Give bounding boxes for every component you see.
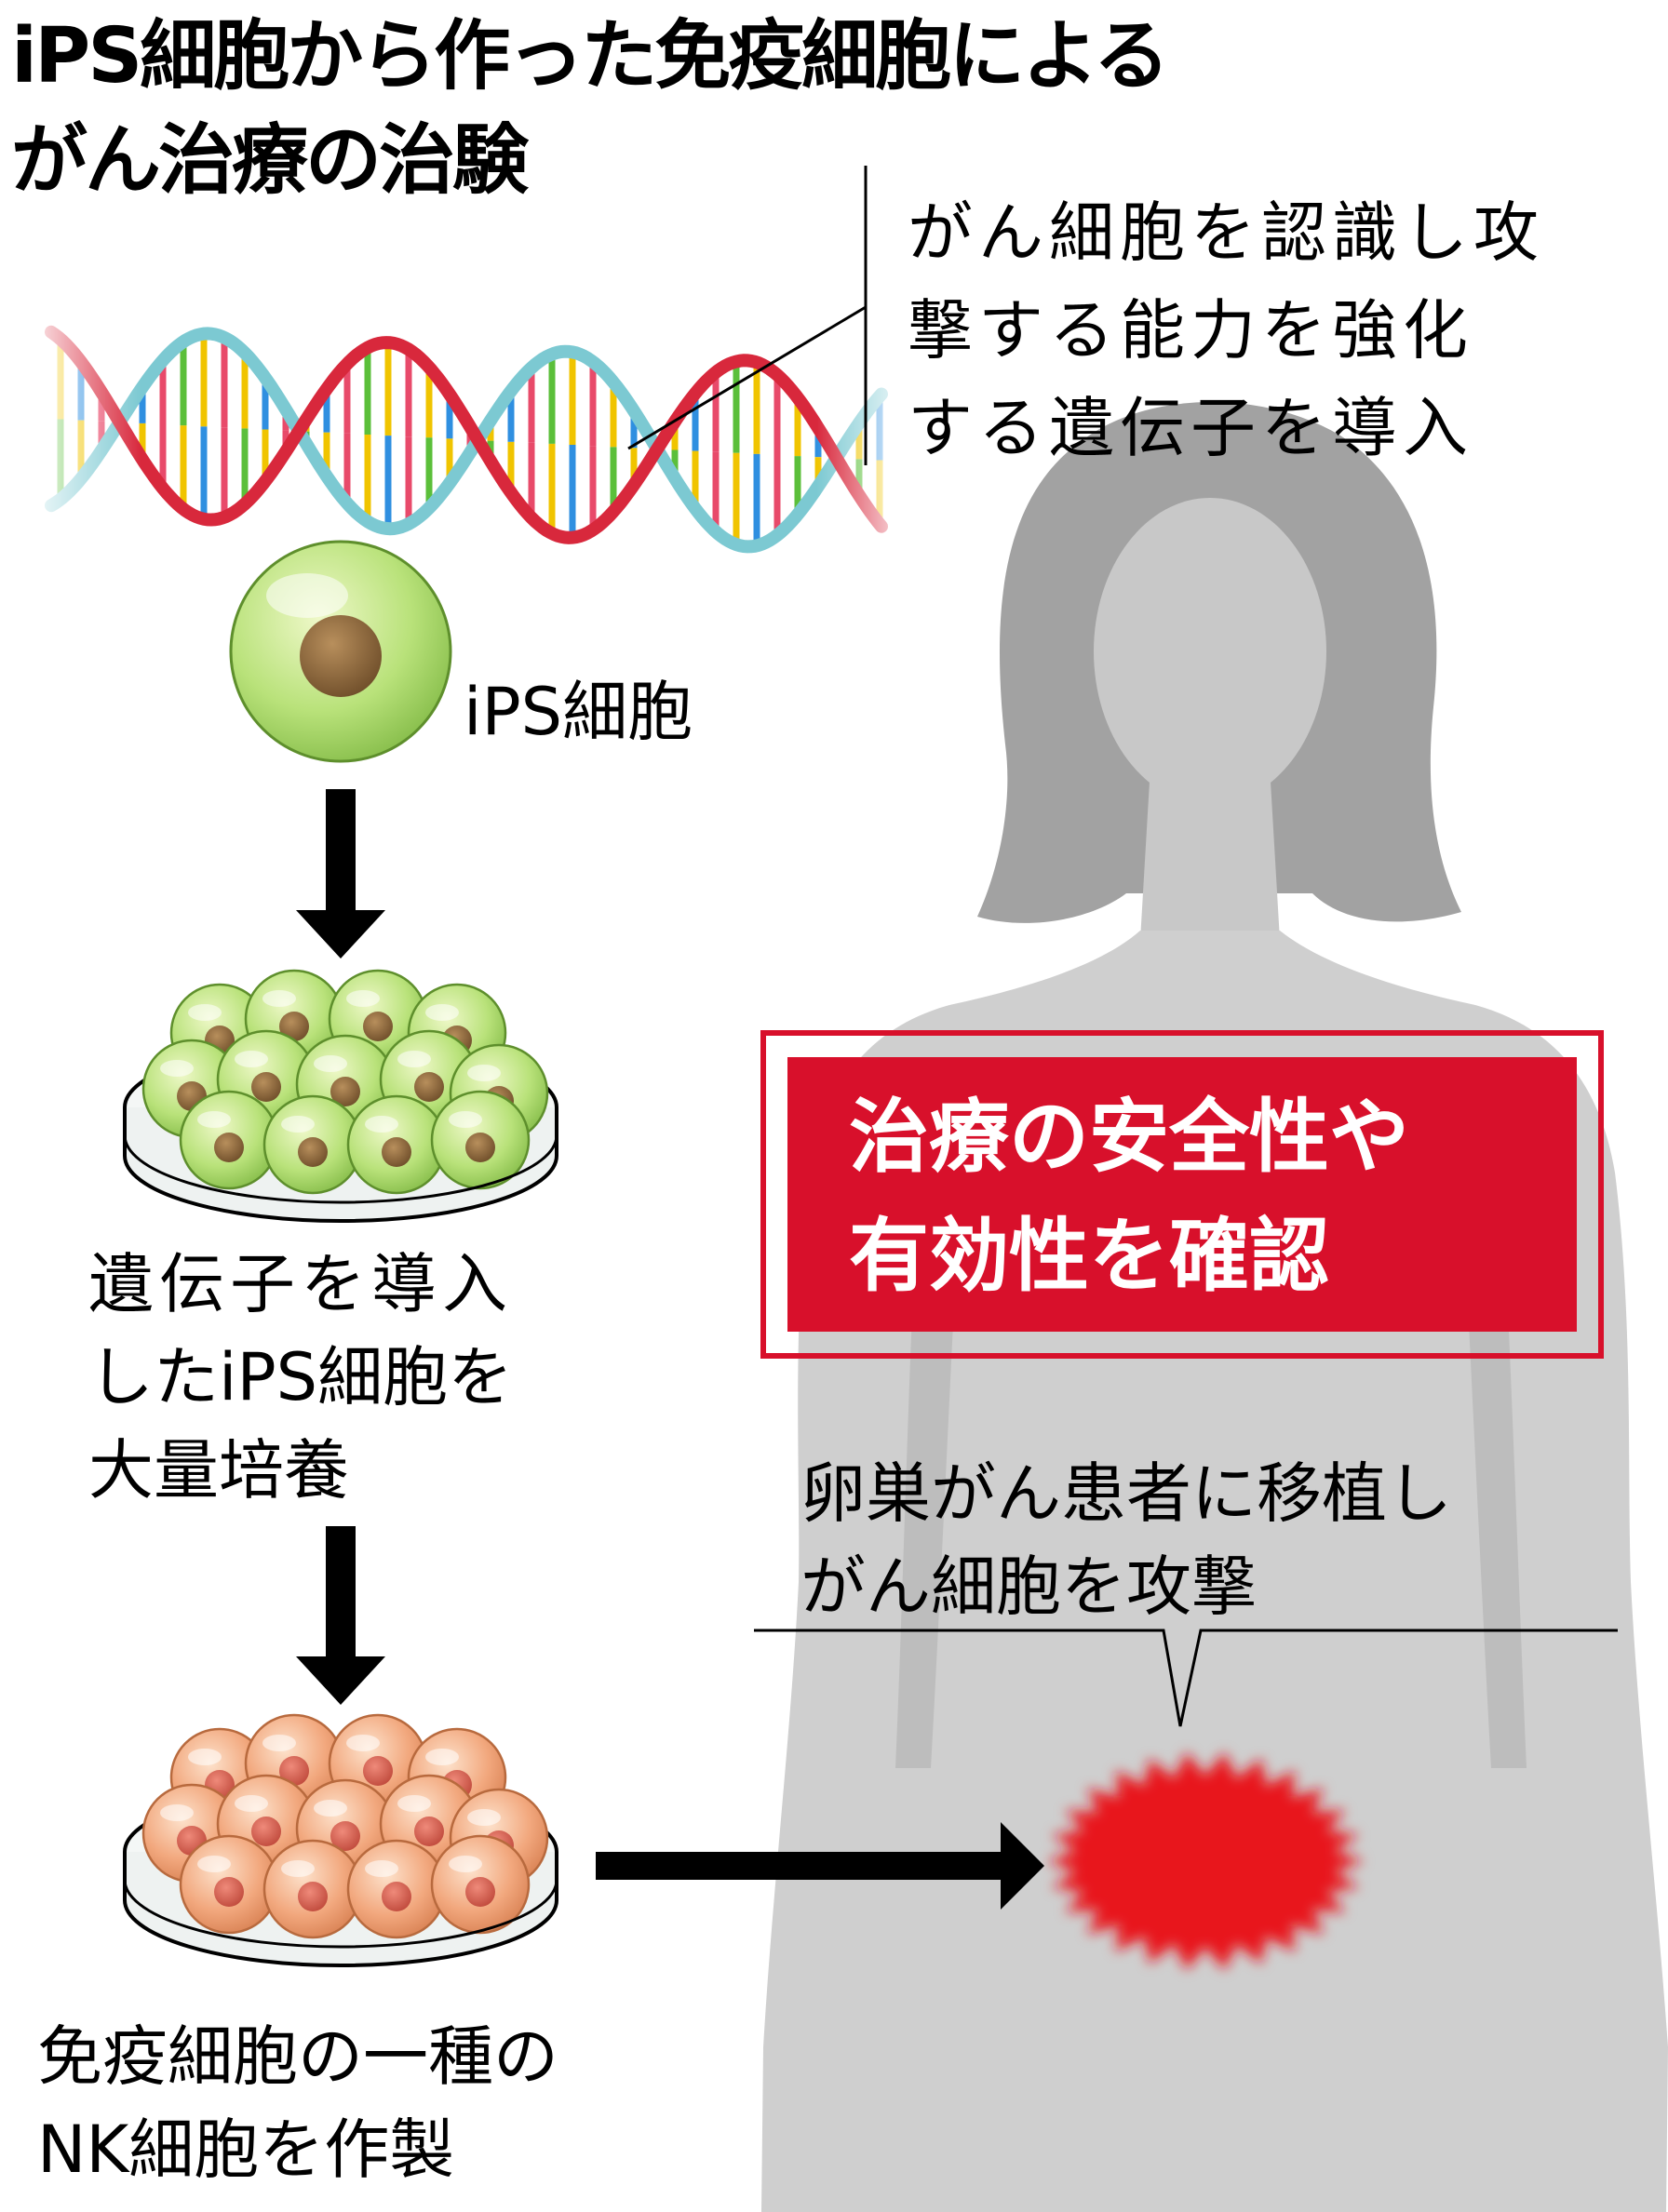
banner-box [760, 1030, 1604, 1359]
banner-line2: 有効性を確認 [849, 1210, 1329, 1303]
step3-label-line1: 免疫細胞の一種の [37, 2018, 558, 2095]
dna-note-line1: がん細胞を認識し攻 [908, 194, 1544, 271]
step1-label: iPS細胞 [464, 674, 693, 750]
patient-note-line1: 卵巣がん患者に移植し [800, 1455, 1452, 1532]
arrow-right-icon [596, 1822, 1044, 1910]
cell-icon [229, 540, 452, 763]
step2-label-line1: 遺伝子を導入 [88, 1246, 513, 1322]
petri-dish-icon [123, 969, 558, 1223]
banner-line1: 治療の安全性や [849, 1091, 1409, 1184]
patient-callout-line [754, 1629, 1618, 1727]
tumor-icon [1047, 1751, 1364, 1971]
petri-dish-icon [123, 1713, 558, 1967]
page-title-line2: がん治療の治験 [11, 116, 529, 205]
dna-note-line3: する遺伝子を導入 [908, 390, 1473, 466]
page-title: iPS細胞から作った免疫細胞による [11, 12, 1170, 101]
dna-helix-icon [37, 242, 903, 633]
arrow-down-icon [296, 1526, 385, 1705]
step2-label-line2: したiPS細胞を [88, 1339, 514, 1415]
patient-note-line2: がん細胞を攻撃 [800, 1548, 1257, 1625]
step2-label-line3: 大量培養 [88, 1432, 349, 1508]
dna-note-line2: 撃する能力を強化 [908, 292, 1473, 369]
step3-label-line2: NK細胞を作製 [37, 2111, 455, 2188]
arrow-down-icon [296, 789, 385, 959]
